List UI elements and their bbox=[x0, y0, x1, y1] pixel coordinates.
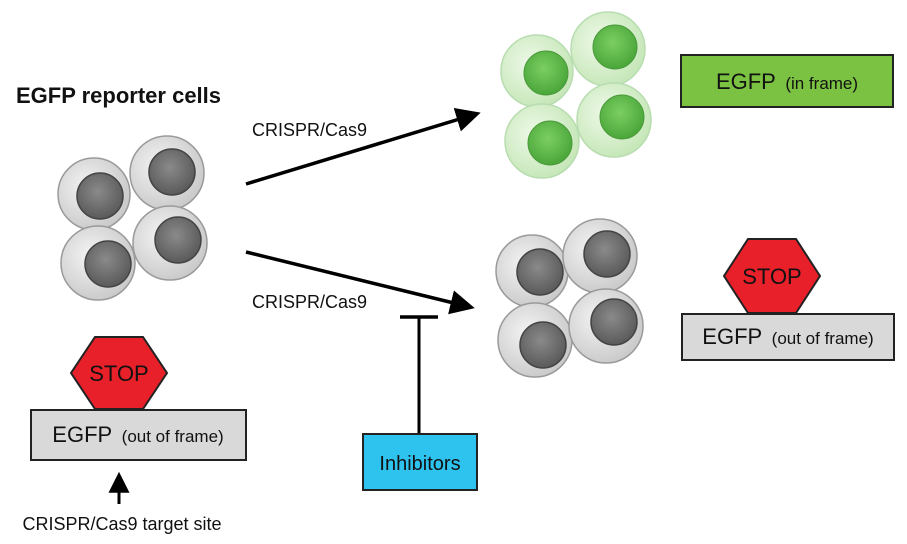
egfp-label: EGFP bbox=[702, 324, 762, 349]
egfp-label: EGFP bbox=[52, 422, 112, 447]
lower-arrow-label: CRISPR/Cas9 bbox=[252, 292, 367, 312]
stop-label: STOP bbox=[742, 264, 802, 289]
stop-label: STOP bbox=[89, 361, 149, 386]
green-cell bbox=[504, 103, 580, 179]
upper-arrow bbox=[245, 107, 481, 186]
cell bbox=[495, 234, 569, 308]
cell bbox=[60, 225, 136, 301]
lower-arrow bbox=[245, 250, 475, 315]
egfp-out-of-frame-box-left: EGFP (out of frame) bbox=[30, 409, 247, 461]
svg-text:EGFP (out of frame): EGFP (out of frame) bbox=[52, 422, 223, 447]
green-cell bbox=[570, 11, 646, 87]
egfp-out-of-frame-box-right: EGFP (out of frame) bbox=[681, 313, 895, 361]
diagram-title: EGFP reporter cells bbox=[16, 83, 221, 108]
stop-sign-right: STOP bbox=[722, 238, 822, 314]
green-cell bbox=[500, 34, 574, 108]
egfp-in-frame-box: EGFP (in frame) bbox=[680, 54, 894, 108]
cell bbox=[497, 302, 573, 378]
cell bbox=[132, 205, 208, 281]
cell bbox=[129, 135, 205, 211]
green-cell-cluster bbox=[500, 11, 652, 179]
cell bbox=[562, 218, 638, 294]
reporter-cell-cluster bbox=[57, 135, 208, 301]
grey-cell-cluster bbox=[495, 218, 644, 378]
frame-status: (out of frame) bbox=[772, 329, 874, 348]
frame-status: (in frame) bbox=[785, 74, 858, 93]
upper-arrow-label: CRISPR/Cas9 bbox=[252, 120, 367, 140]
inhibitors-box: Inhibitors bbox=[362, 433, 478, 491]
inhibition-bar bbox=[400, 315, 438, 433]
green-cell bbox=[576, 82, 652, 158]
inhibitors-label: Inhibitors bbox=[379, 453, 460, 475]
svg-text:EGFP (in frame): EGFP (in frame) bbox=[716, 69, 858, 94]
frame-status: (out of frame) bbox=[122, 427, 224, 446]
cell bbox=[57, 157, 131, 231]
egfp-label: EGFP bbox=[716, 69, 776, 94]
cell bbox=[568, 288, 644, 364]
svg-text:EGFP (out of frame): EGFP (out of frame) bbox=[702, 324, 873, 349]
target-site-label: CRISPR/Cas9 target site bbox=[22, 514, 221, 534]
stop-sign-left: STOP bbox=[69, 336, 169, 410]
